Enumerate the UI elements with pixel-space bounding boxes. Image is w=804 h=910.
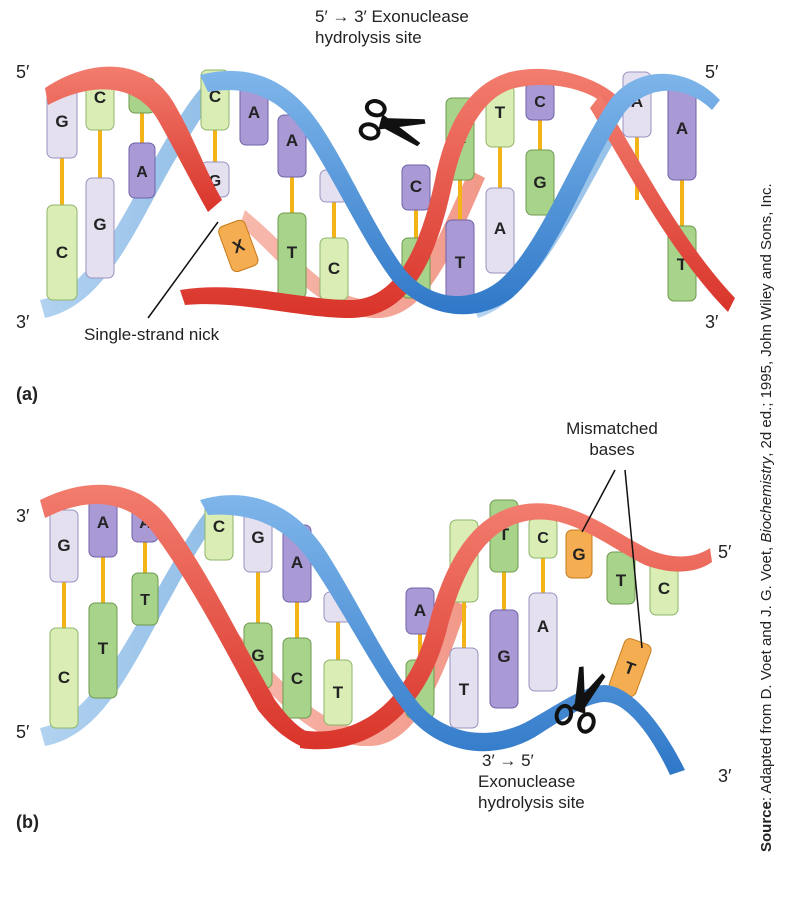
base-a-bottom-7: C — [328, 259, 340, 278]
panel-b-exo-label-line2: Exonuclease — [478, 772, 576, 791]
base-a-top-11: C — [534, 94, 546, 111]
base-b-bottom-1: C — [58, 668, 70, 687]
base-a-top-8: C — [410, 177, 422, 196]
base-a-bottom-13: T — [677, 255, 688, 274]
base-b-bottom-9: T — [459, 680, 470, 699]
mismatch-pointer-line-g — [581, 469, 616, 533]
base-b-bottom-2: T — [98, 639, 109, 658]
panel-b-end-bottom-left: 5′ — [16, 722, 30, 742]
panel-a-label: (a) — [16, 384, 38, 404]
panel-a-end-bottom-left: 3′ — [16, 312, 30, 332]
panel-b-red-strand-left — [40, 484, 315, 748]
mismatch-pointer-line-t — [624, 469, 643, 649]
panel-a-scissors-icon — [358, 99, 426, 147]
base-b-top-4: C — [213, 517, 225, 536]
base-b-top-2: A — [97, 513, 109, 532]
panel-b-base-pairs: G C A T A T C G G A C — [49, 494, 679, 729]
panel-a-exo-label: 5′ → 3′ Exonuclease hydrolysis site — [315, 6, 469, 48]
panel-a-red-strand-right — [590, 95, 735, 312]
panel-b: G C A T A T C G G A C — [40, 469, 712, 775]
base-a-top-1: G — [55, 112, 68, 131]
base-a-bottom-1: C — [56, 243, 68, 262]
base-b-top-8: A — [414, 601, 426, 620]
base-b-bottom-6: C — [291, 669, 303, 688]
base-a-top-10: T — [495, 103, 506, 122]
base-a-top-6: A — [286, 131, 298, 150]
base-b-top-6: A — [291, 553, 303, 572]
panel-a: G C C G T A C G A A — [40, 66, 735, 319]
base-b-bottom-3: T — [140, 592, 150, 609]
panel-b-end-top-right: 5′ — [718, 542, 732, 562]
base-a-bottom-11: G — [533, 173, 546, 192]
panel-b-exo-label-line1: 3′ → 5′ — [482, 751, 534, 770]
panel-b-scissors-icon — [554, 666, 606, 734]
base-b-top-12: T — [616, 571, 627, 590]
source-prefix: Source — [758, 801, 775, 852]
base-a-bottom-6: T — [287, 243, 298, 262]
panel-b-exo-label-line3: hydrolysis site — [478, 793, 585, 812]
panel-a-exo-label-line2: hydrolysis site — [315, 28, 422, 47]
source-text-2: , 2d ed.; 1995, John Wiley and Sons, Inc… — [758, 183, 775, 457]
base-a-bottom-2: G — [93, 215, 106, 234]
nick-label: Single-strand nick — [84, 325, 220, 344]
base-b-top-10: T — [499, 525, 510, 544]
panel-a-exo-label-line1: 5′ → 3′ Exonuclease — [315, 7, 469, 26]
panel-a-end-top-left: 5′ — [16, 62, 30, 82]
panel-b-end-top-left: 3′ — [16, 506, 30, 526]
base-b-top-13: C — [658, 579, 670, 598]
panel-b-end-bottom-right: 3′ — [718, 766, 732, 786]
base-a-top-5: A — [248, 103, 260, 122]
mismatch-label-line1: Mismatched — [566, 419, 658, 438]
base-a-bottom-9: T — [455, 253, 466, 272]
panel-a-end-bottom-right: 3′ — [705, 312, 719, 332]
panel-b-exo-label: 3′ → 5′ Exonuclease hydrolysis site — [478, 750, 585, 813]
base-a-top-2: C — [94, 88, 106, 107]
base-b-bottom-5: G — [251, 646, 264, 665]
base-a-top-4: C — [209, 87, 221, 106]
base-b-bottom-10: G — [497, 647, 510, 666]
source-text-1: : Adapted from D. Voet and J. G. Voet, — [758, 542, 775, 802]
source-italic: Biochemistry — [758, 456, 775, 543]
panel-a-end-top-right: 5′ — [705, 62, 719, 82]
mismatch-label: Mismatched bases — [552, 418, 672, 460]
base-b-bottom-11: A — [537, 617, 549, 636]
base-b-bottom-7: T — [333, 683, 344, 702]
base-a-top-13: A — [676, 119, 688, 138]
mismatch-label-line2: bases — [589, 440, 635, 459]
panel-a-red-strand-left — [45, 66, 222, 212]
source-credit: Source: Adapted from D. Voet and J. G. V… — [758, 183, 775, 852]
panel-a-red-strand-lower — [180, 68, 620, 318]
base-a-bottom-3: A — [136, 164, 148, 181]
base-a-bottom-10: A — [494, 219, 506, 238]
panel-b-label: (b) — [16, 812, 39, 832]
nick-pointer-line — [147, 221, 219, 319]
base-b-top-5: G — [251, 528, 264, 547]
base-b-top-11: C — [537, 530, 549, 547]
mismatched-base-g: G — [572, 545, 585, 564]
base-b-top-1: G — [57, 536, 70, 555]
